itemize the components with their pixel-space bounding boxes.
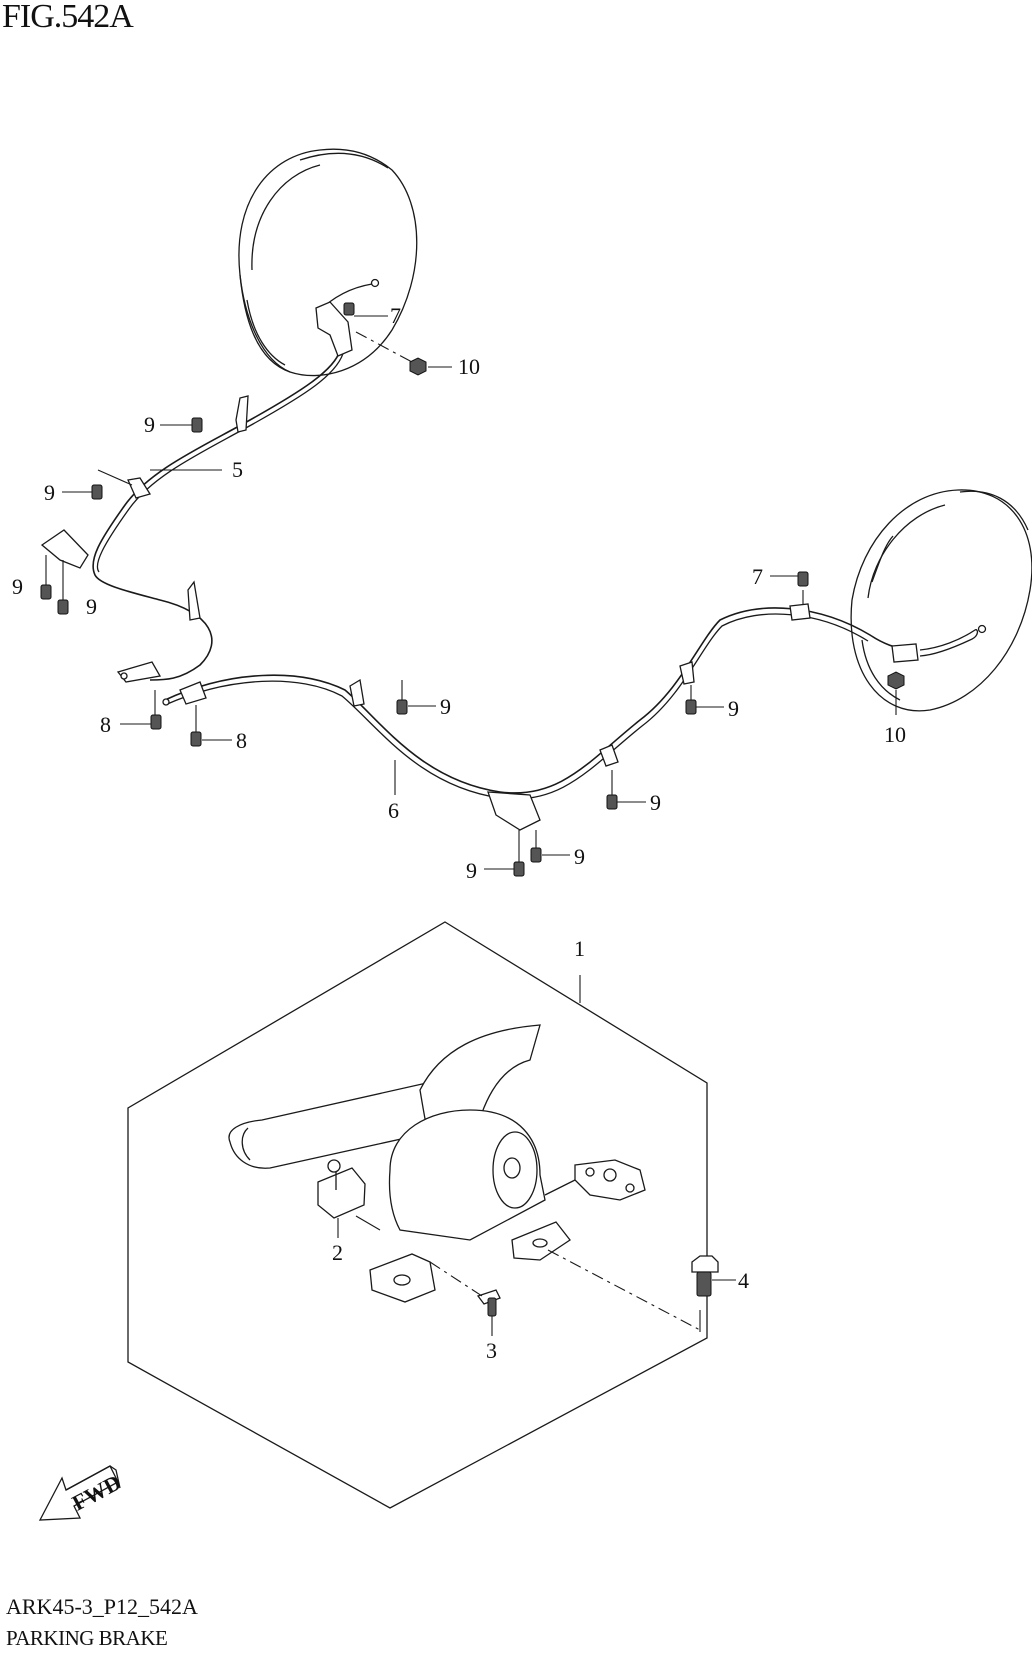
lever-switch	[317, 1159, 381, 1238]
drawing-caption: PARKING BRAKE	[6, 1626, 168, 1650]
fasteners	[40, 302, 905, 877]
callout-9-f: 9	[650, 790, 661, 815]
lever-assembly-box	[127, 921, 708, 1509]
bolt-8-a	[150, 714, 162, 730]
parking-brake-cable-right	[162, 603, 919, 831]
fwd-arrow: FWD	[38, 1465, 125, 1521]
callout-4: 4	[738, 1268, 749, 1293]
bolt-7-upper	[343, 302, 355, 316]
callout-9-g: 9	[574, 844, 585, 869]
screw-3	[429, 1261, 501, 1336]
callout-9-c: 9	[12, 574, 23, 599]
nut-10-upper	[409, 357, 427, 376]
drawing-code: ARK45-3_P12_542A	[6, 1594, 198, 1619]
bolt-9-d	[57, 599, 69, 615]
callout-7-right: 7	[752, 564, 763, 589]
bolt-7-right	[797, 571, 809, 587]
callout-9-i: 9	[728, 696, 739, 721]
bolt-9-a	[191, 417, 203, 433]
callout-7-upper: 7	[390, 303, 401, 328]
callout-10-right: 10	[884, 722, 906, 747]
brake-drum-left	[238, 148, 418, 377]
callout-9-h: 9	[466, 858, 477, 883]
bolt-9-b	[91, 484, 103, 500]
callout-5: 5	[232, 457, 243, 482]
callout-8-b: 8	[236, 728, 247, 753]
bolt-8-b	[190, 731, 202, 747]
callout-9-b: 9	[44, 480, 55, 505]
figure-title: FIG.542A	[2, 0, 134, 35]
parking-brake-lever	[228, 1024, 646, 1303]
bolt-9-c	[40, 584, 52, 600]
callout-leaders	[45, 315, 897, 870]
callout-1: 1	[574, 936, 585, 961]
callout-labels: 7 10 9 5 9 9 9 8 8 9 6 9 9 9 7 9 10 1 2 …	[12, 303, 906, 1363]
bolt-9-f	[606, 794, 618, 810]
bolt-9-h	[513, 861, 525, 877]
callout-9-a: 9	[144, 412, 155, 437]
brake-drum-right	[850, 489, 1032, 712]
bolt-9-i	[685, 699, 697, 715]
parking-brake-cable-left	[40, 301, 353, 683]
bolt-9-e	[396, 699, 408, 715]
callout-9-e: 9	[440, 694, 451, 719]
callout-6: 6	[388, 798, 399, 823]
callout-3: 3	[486, 1338, 497, 1363]
fwd-label: FWD	[68, 1469, 125, 1515]
callout-8-a: 8	[100, 712, 111, 737]
bolt-9-g	[530, 847, 542, 863]
callout-10-upper: 10	[458, 354, 480, 379]
callout-2: 2	[332, 1240, 343, 1265]
bolt-4	[547, 1249, 736, 1332]
callout-9-d: 9	[86, 594, 97, 619]
nut-10-right	[887, 671, 905, 690]
